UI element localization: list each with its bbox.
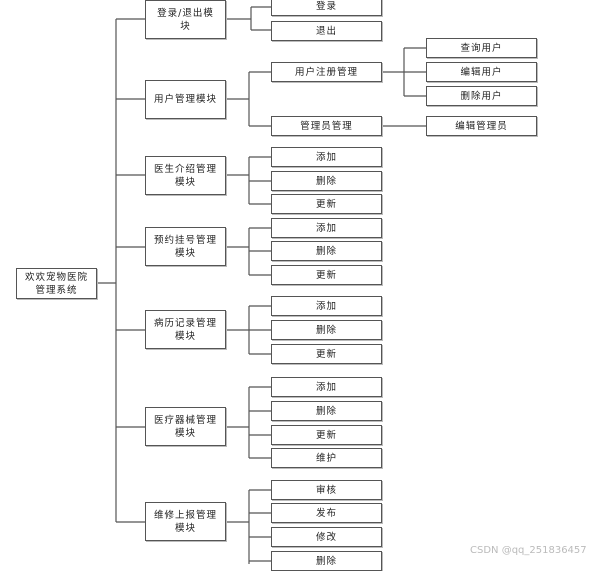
leaf-add: 添加 <box>271 296 382 316</box>
leaf-delete: 删除 <box>271 320 382 340</box>
leaf-admin-management: 管理员管理 <box>271 116 382 136</box>
leaf-update: 更新 <box>271 425 382 445</box>
module-label: 预约挂号管理模块 <box>153 234 217 259</box>
module-medical-records: 病历记录管理模块 <box>145 310 226 349</box>
leaf-update: 更新 <box>271 265 382 285</box>
module-medical-equipment: 医疗器械管理模块 <box>145 407 226 446</box>
module-user-management: 用户管理模块 <box>145 80 226 119</box>
leaf-update: 更新 <box>271 194 382 214</box>
leaf-delete: 删除 <box>271 241 382 261</box>
leaf-login: 登录 <box>271 0 382 16</box>
leaf-delete: 删除 <box>271 401 382 421</box>
leaf-edit-admin: 编辑管理员 <box>426 116 537 136</box>
leaf-add: 添加 <box>271 218 382 238</box>
leaf-logout: 退出 <box>271 21 382 41</box>
root-node: 欢欢宠物医院管理系统 <box>16 268 97 299</box>
leaf-user-registration: 用户注册管理 <box>271 62 382 82</box>
module-repair-report: 维修上报管理模块 <box>145 502 226 541</box>
module-login-logout: 登录/退出模块 <box>145 0 226 39</box>
leaf-add: 添加 <box>271 147 382 167</box>
module-label: 用户管理模块 <box>153 94 217 105</box>
leaf-delete-user: 删除用户 <box>426 86 537 106</box>
leaf-maintain: 维护 <box>271 448 382 468</box>
leaf-add: 添加 <box>271 377 382 397</box>
leaf-delete: 删除 <box>271 171 382 191</box>
leaf-update: 更新 <box>271 344 382 364</box>
leaf-edit-user: 编辑用户 <box>426 62 537 82</box>
watermark: CSDN @qq_251836457 <box>470 545 587 556</box>
leaf-review: 审核 <box>271 480 382 500</box>
module-doctor-intro: 医生介绍管理模块 <box>145 156 226 195</box>
leaf-modify: 修改 <box>271 527 382 547</box>
leaf-query-user: 查询用户 <box>426 38 537 58</box>
module-label: 医疗器械管理模块 <box>153 414 217 439</box>
leaf-publish: 发布 <box>271 503 382 523</box>
leaf-delete: 删除 <box>271 551 382 571</box>
module-label: 维修上报管理模块 <box>153 509 217 534</box>
root-label: 欢欢宠物医院管理系统 <box>24 271 88 296</box>
module-label: 病历记录管理模块 <box>153 317 217 342</box>
module-label: 医生介绍管理模块 <box>153 163 217 188</box>
module-appointment: 预约挂号管理模块 <box>145 227 226 266</box>
module-label: 登录/退出模块 <box>157 7 214 32</box>
